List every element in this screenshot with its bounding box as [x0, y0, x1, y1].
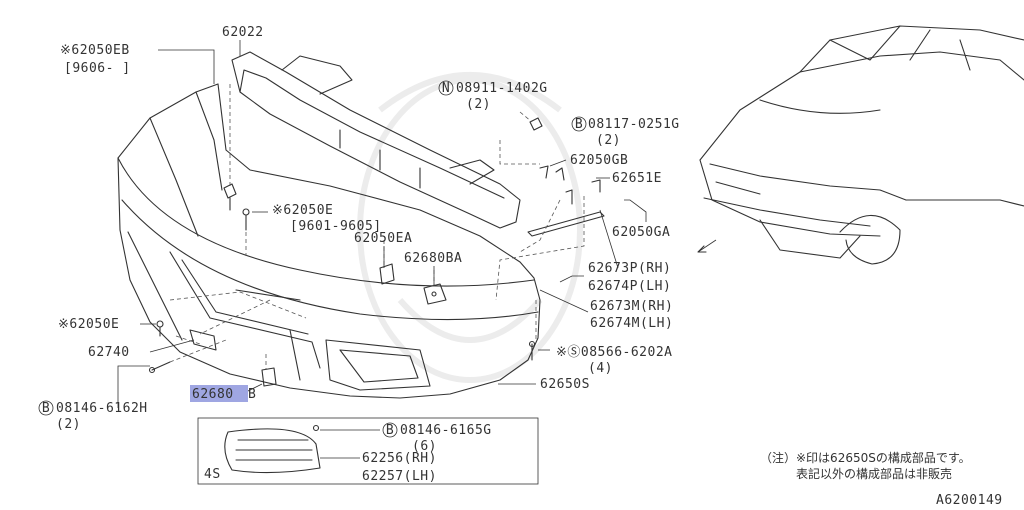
bolt-08117-0251g[interactable] [539, 165, 549, 179]
note-line-2: 表記以外の構成部品は非販売 [796, 466, 952, 481]
badge-b-08146-6165g-icon: B [382, 422, 398, 438]
label-62673p: 62673P(RH) [588, 261, 671, 276]
screw-08566-6202a[interactable] [528, 340, 536, 361]
label-08146-6165g-qty: (6) [412, 439, 437, 454]
bracket-62680b[interactable] [261, 367, 277, 387]
bracket-62680ba[interactable] [423, 283, 447, 305]
label-62650s: 62650S [540, 377, 590, 392]
badge-n-text: N [442, 81, 450, 96]
grille-assembly-box[interactable] [197, 417, 539, 485]
clip-62050ga[interactable] [591, 179, 601, 193]
footnote: （注）※印は62650Sの構成部品です。 表記以外の構成部品は非販売 [760, 450, 971, 481]
label-62050e-top: ※62050E [272, 203, 333, 218]
label-08911-qty: (2) [466, 97, 491, 112]
badge-b-text: B [575, 117, 583, 132]
bracket-62050ea[interactable] [379, 263, 395, 285]
label-08146-6165g: 08146-6165G [400, 423, 492, 438]
label-08566-6202a: ※Ⓢ08566-6202A [556, 345, 673, 360]
label-62680b-suffix: B [248, 387, 256, 402]
label-62050ga: 62050GA [612, 225, 670, 240]
part-labels: ※62050EB [9606- ] 62022 08911-1402G (2) … [56, 25, 680, 484]
label-62674m: 62674M(LH) [590, 316, 673, 331]
bolt-62050e-left[interactable] [156, 320, 164, 337]
label-4s: 4S [204, 467, 221, 482]
diagram-id: A6200149 [936, 493, 1003, 508]
clip-62050eb[interactable] [223, 183, 237, 211]
watermark-emblem [357, 72, 583, 383]
badge-n-icon: N [438, 80, 454, 96]
label-62050eb: ※62050EB [60, 43, 130, 58]
label-62050gb: 62050GB [570, 153, 628, 168]
label-08117-0251g: 08117-0251G [588, 117, 680, 132]
label-62050ea: 62050EA [354, 231, 412, 246]
label-62050e-range: [9601-9605] [290, 219, 382, 234]
label-08146-6162h-qty: (2) [56, 417, 81, 432]
label-08146-6162h: 08146-6162H [56, 401, 148, 416]
label-08117-qty: (2) [596, 133, 621, 148]
badge-b-text: B [386, 423, 394, 438]
leader-lines [117, 40, 647, 408]
label-08911-1402g: 08911-1402G [456, 81, 548, 96]
clip-62050gb[interactable] [555, 167, 565, 181]
bumper-reinforcement-62022[interactable] [231, 51, 521, 229]
badge-b-08117-icon: B [571, 116, 587, 132]
bracket-62740[interactable] [189, 329, 217, 351]
note-line-1: （注）※印は62650Sの構成部品です。 [760, 450, 971, 465]
screw-08146-6162h[interactable] [148, 361, 171, 374]
label-62740: 62740 [88, 345, 130, 360]
label-62651e: 62651E [612, 171, 662, 186]
label-62257: 62257(LH) [362, 469, 437, 484]
nut-08911-1402g[interactable] [529, 117, 543, 131]
clip-62651e[interactable] [565, 189, 573, 205]
highlight-62680b [190, 385, 248, 402]
front-bumper-fascia[interactable] [117, 83, 541, 399]
badge-b-08146-6162h-icon: B [38, 400, 54, 416]
label-62050e-left: ※62050E [58, 317, 119, 332]
label-62680ba: 62680BA [404, 251, 462, 266]
car-illustration [697, 25, 1024, 265]
label-08566-qty: (4) [588, 361, 613, 376]
side-bracket-62673p[interactable] [527, 211, 605, 237]
label-62680b-highlighted: 62680 [192, 387, 234, 402]
label-62022: 62022 [222, 25, 264, 40]
label-62256: 62256(RH) [362, 451, 437, 466]
label-62050eb-range: [9606- ] [64, 61, 131, 76]
label-62674p: 62674P(LH) [588, 279, 671, 294]
label-62673m: 62673M(RH) [590, 299, 673, 314]
badge-b-text: B [42, 401, 50, 416]
bolt-62050e-top[interactable] [242, 208, 250, 231]
